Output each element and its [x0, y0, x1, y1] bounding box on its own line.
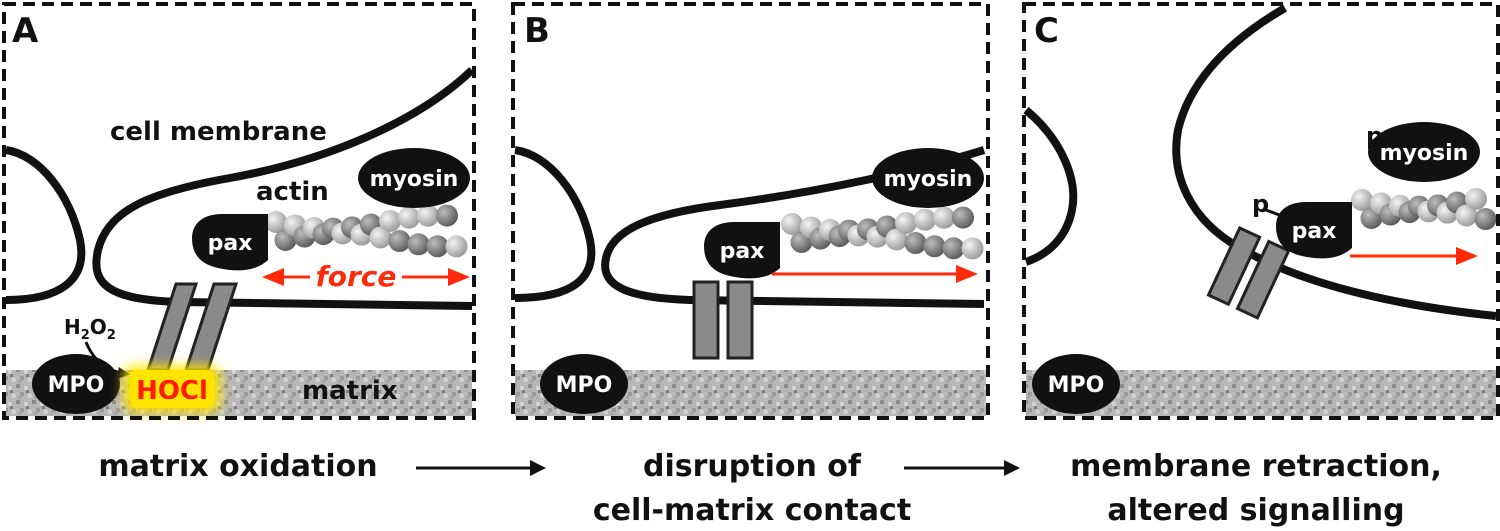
actin-label: actin: [256, 177, 329, 207]
integrin: [1206, 225, 1291, 320]
flow-arrow-2-head: [1004, 460, 1020, 476]
cell-membrane: [92, 67, 475, 310]
caption-retraction-line1: membrane retraction,: [1070, 449, 1442, 484]
flow-arrow-1-head: [530, 460, 546, 476]
mpo-enzyme: MPO: [540, 354, 628, 414]
panel-border: [1022, 2, 1500, 420]
matrix-label: matrix: [302, 376, 398, 406]
mpo-enzyme: MPO: [32, 354, 120, 414]
mpo-label: MPO: [556, 373, 613, 398]
mpo-label: MPO: [1048, 373, 1105, 398]
actin-filament: [1351, 187, 1497, 231]
actin-filament: [265, 204, 468, 258]
myosin-label: myosin: [370, 167, 459, 192]
hocl-label: HOCl: [136, 376, 208, 406]
panel-a: pax myosin cell membrane actin force H2O…: [2, 2, 476, 420]
panel-letter: A: [12, 11, 39, 51]
actin-bead: [1351, 189, 1373, 211]
mpo-label: MPO: [48, 373, 105, 398]
cell-membrane-label: cell membrane: [110, 117, 327, 147]
hocl-highlight: HOCl: [124, 366, 220, 412]
actin-bead: [1455, 204, 1478, 227]
force-arrow: force: [262, 260, 470, 294]
actin-filament: [781, 206, 984, 260]
pax-protein: pax: [192, 214, 268, 271]
pax-protein: pax: [704, 222, 780, 279]
pax-label: pax: [208, 231, 253, 256]
pax-label: pax: [1292, 219, 1337, 244]
pax-label: pax: [720, 239, 765, 264]
actin-bead: [417, 204, 439, 227]
cell-membrane: [514, 146, 596, 302]
myosin-protein: myosin: [1368, 122, 1480, 182]
panel-border: [511, 2, 990, 420]
actin-bead: [426, 235, 449, 258]
actin-bead: [914, 208, 936, 231]
pax-protein: pax: [1276, 202, 1352, 259]
caption-disruption-line2: cell-matrix contact: [593, 493, 911, 528]
actin-bead: [407, 233, 430, 256]
caption-matrix-oxidation: matrix oxidation: [98, 449, 377, 484]
actin-bead: [445, 235, 468, 258]
cell-membrane: [1023, 106, 1078, 266]
actin-bead: [895, 211, 917, 234]
actin-bead: [1465, 187, 1487, 210]
h2o2-label: H2O2: [64, 315, 116, 343]
actin-bead: [904, 232, 927, 255]
actin-bead: [933, 206, 955, 229]
mpo-enzyme: MPO: [1032, 354, 1120, 414]
myosin-label: myosin: [884, 167, 973, 192]
integrin: [145, 282, 239, 372]
myosin-protein: myosin: [872, 148, 984, 208]
phospho-pax-label: p: [1252, 190, 1269, 218]
actin-bead: [1474, 208, 1497, 231]
phospho-myosin-label: p: [1366, 122, 1383, 150]
svg-text:H2O2: H2O2: [64, 315, 116, 343]
cell-membrane: [1172, 4, 1497, 320]
phospho-myosin-bond: [1379, 136, 1397, 148]
actin-bead: [942, 237, 965, 260]
panel-b: pax myosin MPO B: [511, 2, 990, 420]
actin-bead: [436, 204, 458, 227]
actin-bead: [388, 230, 411, 253]
force-label: force: [316, 260, 397, 293]
caption-disruption-line1: disruption of: [643, 449, 862, 484]
actin-bead: [265, 211, 287, 233]
integrin: [692, 280, 754, 360]
panel-c: pax p myosin p MPO C: [1022, 2, 1500, 420]
panel-border: [2, 2, 476, 420]
panel-letter: B: [524, 11, 550, 51]
myosin-protein: myosin: [358, 148, 470, 208]
phospho-pax-bond: [1265, 208, 1283, 218]
caption-retraction-line2: altered signalling: [1107, 493, 1404, 528]
actin-bead: [952, 206, 974, 229]
actin-bead: [781, 213, 803, 235]
actin-bead: [885, 228, 908, 251]
force-arrow-head: [1456, 247, 1478, 265]
force-arrow-head: [956, 265, 978, 283]
actin-bead: [923, 235, 946, 258]
actin-bead: [379, 209, 401, 232]
actin-bead: [961, 237, 984, 260]
cell-membrane: [5, 146, 86, 304]
actin-bead: [398, 206, 420, 229]
panel-letter: C: [1034, 11, 1059, 51]
actin-bead: [369, 226, 392, 249]
